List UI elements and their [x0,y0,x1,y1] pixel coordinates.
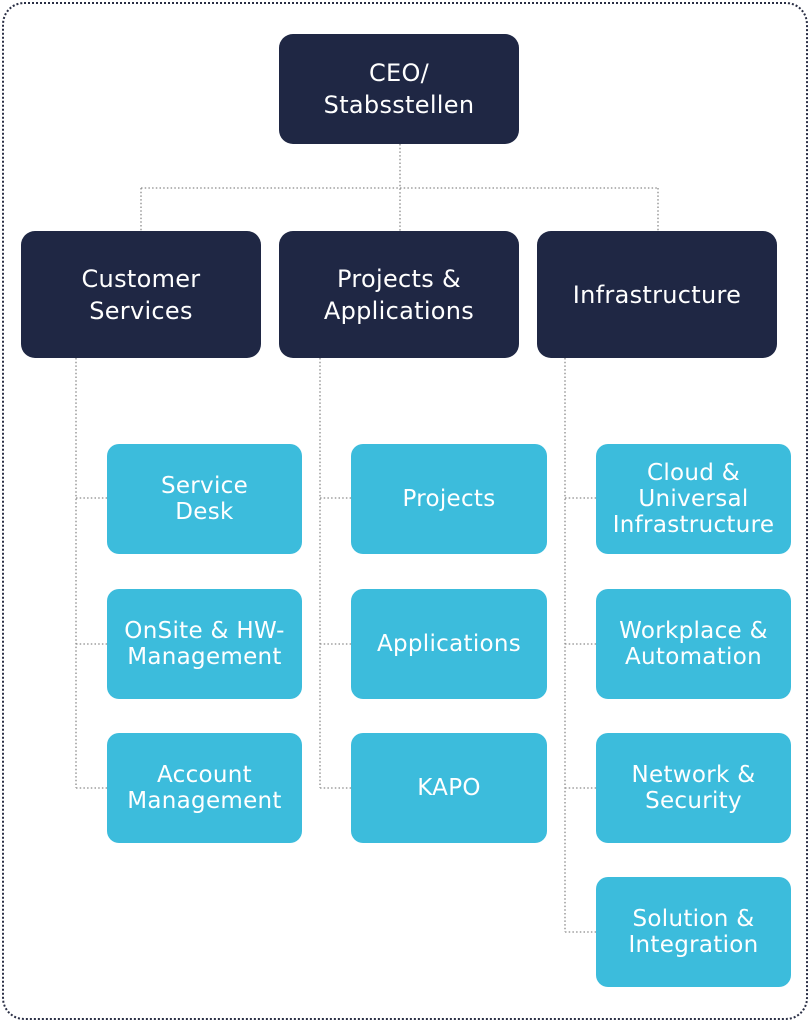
node-infrastructure-label: Infrastructure [572,280,742,309]
node-projects: Projects [351,444,547,554]
node-projects-applications-label: Projects & Applications [323,264,475,325]
node-workplace-automation: Workplace & Automation [596,589,791,699]
node-network-security-label: Network & Security [631,762,756,814]
node-projects-applications: Projects & Applications [279,231,519,358]
node-ceo-label: CEO/ Stabsstellen [323,59,475,119]
node-service-desk-label: Service Desk [160,473,249,525]
node-solution-integration: Solution & Integration [596,877,791,987]
node-kapo-label: KAPO [417,775,481,801]
node-solution-integration-label: Solution & Integration [628,906,759,958]
node-ceo: CEO/ Stabsstellen [279,34,519,144]
node-cloud-universal-infrastructure-label: Cloud & Universal Infrastructure [612,460,775,538]
node-cloud-universal-infrastructure: Cloud & Universal Infrastructure [596,444,791,554]
node-applications: Applications [351,589,547,699]
node-projects-label: Projects [402,486,496,512]
node-applications-label: Applications [376,631,522,657]
node-workplace-automation-label: Workplace & Automation [619,618,768,670]
node-customer-services: Customer Services [21,231,261,358]
node-network-security: Network & Security [596,733,791,843]
node-onsite-hw-management: OnSite & HW- Management [107,589,302,699]
node-account-management-label: Account Management [127,762,282,814]
node-customer-services-label: Customer Services [81,264,201,325]
node-kapo: KAPO [351,733,547,843]
node-infrastructure: Infrastructure [537,231,777,358]
node-service-desk: Service Desk [107,444,302,554]
node-account-management: Account Management [107,733,302,843]
node-onsite-hw-management-label: OnSite & HW- Management [124,618,285,670]
